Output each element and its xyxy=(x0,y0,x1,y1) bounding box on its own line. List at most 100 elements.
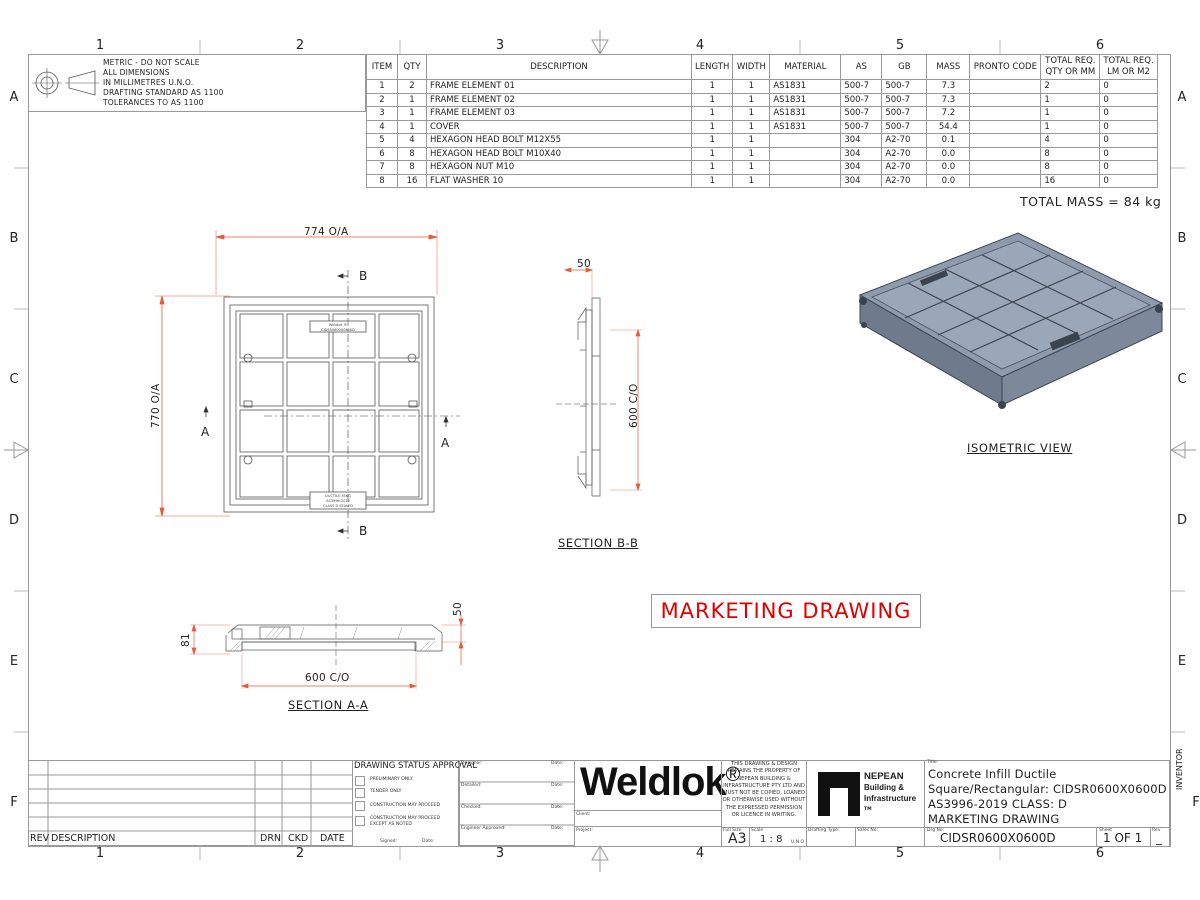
general-notes: METRIC - DO NOT SCALE ALL DIMENSIONS IN … xyxy=(28,54,366,112)
sheet-label: Sheet xyxy=(1099,828,1113,833)
cell-item: 8 xyxy=(366,173,398,188)
cell-width: 1 xyxy=(732,160,771,175)
cell-description: HEXAGON HEAD BOLT M12X55 xyxy=(426,133,692,148)
cell-pronto xyxy=(969,79,1042,94)
cell-description: HEXAGON HEAD BOLT M10X40 xyxy=(426,146,692,161)
date-label: Date: xyxy=(422,839,435,844)
status-checkbox-construction-except[interactable] xyxy=(355,816,365,826)
cell-gb: A2-70 xyxy=(881,146,928,161)
cell-pronto xyxy=(969,160,1042,175)
status-option-label: PRELIMINARY ONLY xyxy=(370,777,413,782)
cell-gb: 500-7 xyxy=(881,79,928,94)
cell-as: 500-7 xyxy=(840,119,883,134)
cell-mass: 7.2 xyxy=(926,106,971,121)
cell-total-qty: 16 xyxy=(1040,173,1101,188)
bottom-plate-text: DUCTILE 35KG xyxy=(325,494,351,498)
approval-date: Date: xyxy=(551,783,564,788)
sales-no-label: Sales No: xyxy=(857,828,879,833)
approvals-grid xyxy=(459,760,575,846)
svg-text:CLASS D SEALED: CLASS D SEALED xyxy=(323,504,353,508)
revision-header-description: DESCRIPTION xyxy=(51,833,116,844)
cell-item: 4 xyxy=(366,119,398,134)
cell-mass: 54.4 xyxy=(926,119,971,134)
zone-row-d: D xyxy=(8,513,19,528)
zone-col-2-bottom: 2 xyxy=(295,846,305,861)
cell-total-qty: 1 xyxy=(1040,106,1101,121)
plan-view-drawing: Weldlok ® CIDSR0600X0600D DUCTILE 35KG A… xyxy=(155,230,460,540)
cell-pronto xyxy=(969,133,1042,148)
bom-header-mass: MASS xyxy=(926,54,971,80)
title-line: Concrete Infill Ductile xyxy=(928,767,1057,781)
cell-total-lm: 0 xyxy=(1099,146,1158,161)
cell-as: 304 xyxy=(840,160,883,175)
section-b-marker-top: B xyxy=(359,269,368,283)
cell-as: 500-7 xyxy=(840,92,883,107)
status-option-label: CONSTRUCTION MAY PROCEED EXCEPT AS NOTED xyxy=(370,816,441,827)
scale-value: 1 : 8 xyxy=(760,834,783,845)
cell-pronto xyxy=(969,146,1042,161)
section-bb-depth-dimension: 50 xyxy=(577,258,591,270)
bom-header-total-qty: TOTAL REQ.QTY OR MM xyxy=(1040,54,1101,80)
cell-qty: 8 xyxy=(397,160,427,175)
cell-total-lm: 0 xyxy=(1099,79,1158,94)
bom-header-qty: QTY xyxy=(397,54,427,80)
rev-cell xyxy=(1150,827,1170,847)
cell-as: 304 xyxy=(840,146,883,161)
status-checkbox-preliminary[interactable] xyxy=(355,776,365,786)
plan-dimension-lines xyxy=(155,230,438,517)
status-checkbox-tender[interactable] xyxy=(355,788,365,798)
status-checkbox-construction[interactable] xyxy=(355,801,365,811)
zone-row-a-right: A xyxy=(1177,90,1187,105)
drawing-number: CIDSR0600X0600D xyxy=(940,831,1056,845)
zone-col-2: 2 xyxy=(295,38,305,53)
cell-gb: A2-70 xyxy=(881,173,928,188)
approval-role: Checked: xyxy=(461,805,482,810)
zone-col-3: 3 xyxy=(495,38,505,53)
revision-table-grid xyxy=(28,760,353,846)
rev-value: _ xyxy=(1156,831,1162,845)
header-line: LM OR M2 xyxy=(1107,67,1150,77)
zone-col-1-bottom: 1 xyxy=(95,846,105,861)
isometric-view-drawing xyxy=(858,232,1164,409)
cell-length: 1 xyxy=(690,119,734,134)
zone-row-e-right: E xyxy=(1177,654,1187,669)
cell-gb: A2-70 xyxy=(881,133,928,148)
header-line: TOTAL REQ. xyxy=(1103,56,1154,66)
marketing-drawing-stamp: MARKETING DRAWING xyxy=(651,594,921,628)
section-a-marker-left: A xyxy=(201,425,210,439)
cell-width: 1 xyxy=(732,79,771,94)
zone-col-6-bottom: 6 xyxy=(1095,846,1105,861)
drawing-status-panel xyxy=(352,760,459,847)
zone-row-d-right: D xyxy=(1176,513,1187,528)
section-aa-drawing xyxy=(190,605,466,689)
section-aa-depth-dimension: 50 xyxy=(452,602,464,616)
brand-name: Weldlok xyxy=(580,760,727,804)
cell-qty: 1 xyxy=(397,106,427,121)
drawing-status-title: DRAWING STATUS APPROVAL xyxy=(354,761,477,771)
cell-mass: 0.0 xyxy=(926,160,971,175)
svg-text:CIDSR0600X0600D: CIDSR0600X0600D xyxy=(321,328,355,332)
revision-header-rev: REV xyxy=(30,833,50,844)
scale-suffix: U.N.O xyxy=(791,840,805,845)
cell-width: 1 xyxy=(732,173,771,188)
cell-length: 1 xyxy=(690,106,734,121)
cell-total-qty: 4 xyxy=(1040,133,1101,148)
section-a-marker-right: A xyxy=(441,436,450,450)
section-centerlines xyxy=(264,270,460,540)
bom-header-description: DESCRIPTION xyxy=(426,54,692,80)
cell-item: 3 xyxy=(366,106,398,121)
zone-col-5: 5 xyxy=(895,38,905,53)
third-angle-projection-icon xyxy=(32,68,99,98)
status-option-label: TENDER ONLY xyxy=(370,789,402,794)
section-aa-clear-opening-dimension: 600 C/O xyxy=(305,672,350,684)
cell-total-qty: 8 xyxy=(1040,146,1101,161)
cell-item: 1 xyxy=(366,79,398,94)
cell-width: 1 xyxy=(732,106,771,121)
cell-item: 5 xyxy=(366,133,398,148)
total-mass: TOTAL MASS = 84 kg xyxy=(1020,194,1162,209)
cell-total-lm: 0 xyxy=(1099,119,1158,134)
cell-description: FRAME ELEMENT 03 xyxy=(426,106,692,121)
revision-header-ckd: CKD xyxy=(288,833,309,844)
